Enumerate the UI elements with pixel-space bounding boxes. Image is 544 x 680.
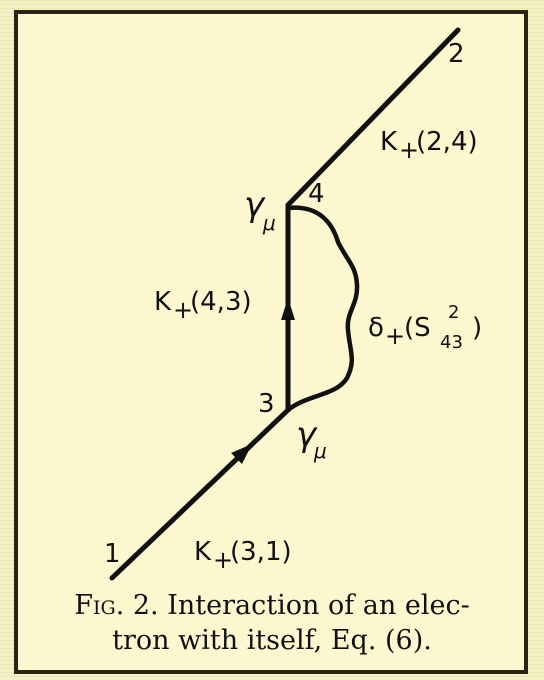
svg-text:μ: μ <box>313 439 327 463</box>
svg-text:+: + <box>385 322 405 350</box>
propagator-label-k24: K + (2,4) <box>380 127 478 164</box>
vertex-label-4: 4 <box>308 179 325 209</box>
svg-text:+: + <box>173 296 193 324</box>
electron-line-4-2 <box>285 27 461 208</box>
svg-text:(4,3): (4,3) <box>190 287 252 317</box>
propagator-label-k31: K + (3,1) <box>194 537 292 574</box>
vertex-label-2: 2 <box>448 39 465 69</box>
photon-propagator-label: δ + (S 2 43 ) <box>368 302 482 353</box>
arrow-1-3 <box>231 444 252 464</box>
electron-line-1-3 <box>109 407 291 581</box>
svg-text:+: + <box>213 546 233 574</box>
caption-text-1: Interaction of an elec- <box>167 590 470 621</box>
figure-frame <box>14 10 528 674</box>
arrow-3-4 <box>281 298 295 320</box>
caption-figure-label: Fig. 2. <box>74 590 159 621</box>
vertex-label-1: 1 <box>104 539 121 569</box>
vertex-label-3: 3 <box>258 389 275 419</box>
gamma-mu-bottom: γ μ <box>296 415 327 463</box>
photon-line <box>285 205 360 413</box>
propagator-label-k43: K + (4,3) <box>154 287 252 324</box>
svg-text:+: + <box>399 136 419 164</box>
svg-text:(3,1): (3,1) <box>230 537 292 567</box>
svg-text:): ) <box>472 313 482 343</box>
svg-text:μ: μ <box>262 211 276 235</box>
svg-text:K: K <box>380 127 398 157</box>
caption-line-2: tron with itself, Eq. (6). <box>112 625 432 656</box>
caption-line-1: Fig. 2. Interaction of an elec- <box>20 588 524 623</box>
svg-text:γ: γ <box>296 415 318 455</box>
svg-text:K: K <box>194 537 212 567</box>
figure-caption: Fig. 2. Interaction of an elec- tron wit… <box>20 588 524 658</box>
svg-text:(2,4): (2,4) <box>416 127 478 157</box>
svg-text:K: K <box>154 287 172 317</box>
svg-text:δ: δ <box>368 313 384 343</box>
svg-text:(S: (S <box>404 313 431 343</box>
gamma-mu-top: γ μ <box>244 185 276 235</box>
svg-text:γ: γ <box>244 185 266 225</box>
svg-text:43: 43 <box>440 332 463 353</box>
svg-text:2: 2 <box>448 302 459 323</box>
